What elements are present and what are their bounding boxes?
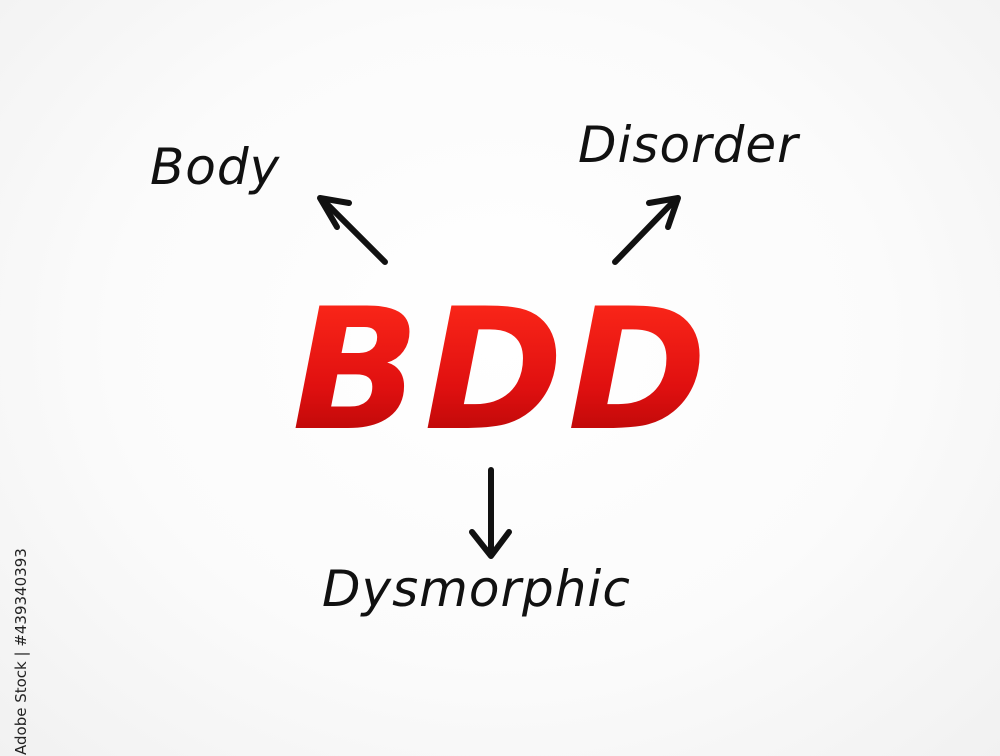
arrow-to-dysmorphic [469,467,512,559]
watermark-text: Adobe Stock | #439340393 [12,548,30,755]
acronym-bdd: BDD [292,272,711,468]
arrow-to-body [317,195,388,265]
word-disorder: Disorder [578,116,799,174]
stock-watermark: Adobe Stock | #439340393 [12,515,34,755]
word-dysmorphic: Dysmorphic [322,560,631,618]
word-body: Body [150,138,281,196]
arrow-to-disorder [612,195,681,265]
